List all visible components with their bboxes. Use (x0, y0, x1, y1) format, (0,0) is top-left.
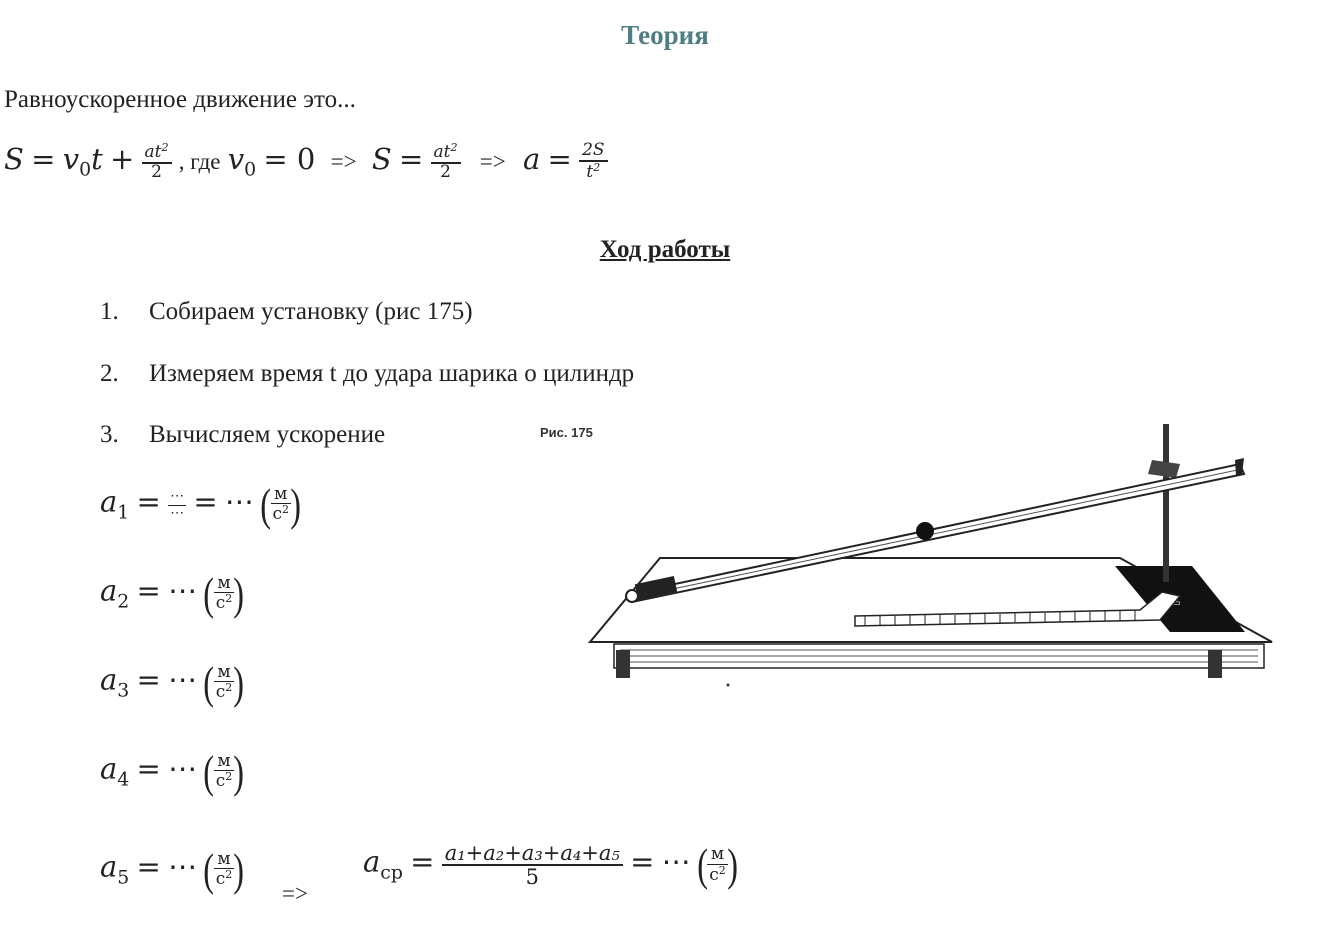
formula-frac-at2-b: at2 2 (430, 142, 461, 182)
formula-v: v (62, 142, 80, 176)
speck (726, 683, 730, 687)
table-leg-right (1208, 650, 1222, 678)
formula-eq: = (31, 142, 56, 176)
formula-where: , где (178, 149, 221, 174)
stand-rod (1163, 424, 1169, 582)
theory-formula: S = v0t + at2 2 , где v0 = 0 => S = at2 … (4, 142, 608, 182)
step-1-text: Собираем установку (рис 175) (149, 298, 473, 325)
formula-arrow-2: => (479, 149, 506, 174)
step-2-number: 2. (100, 360, 119, 387)
formula-zero: = 0 (263, 142, 316, 176)
step-2-text: Измеряем время t до удара шарика о цилин… (149, 360, 635, 387)
formula-frac-at2: at2 2 (141, 142, 172, 182)
stand-base (1115, 566, 1245, 632)
inclined-plane-figure: ▭▭▭ (587, 424, 1273, 687)
arrow-to-average: => (282, 881, 308, 906)
table-apron-hatching (620, 649, 1258, 663)
page-title: Теория (621, 20, 709, 50)
formula-plus: + (109, 142, 135, 176)
rolling-ball (916, 522, 934, 540)
chute-groove (629, 468, 1243, 599)
formula-s: S (4, 142, 24, 176)
formula-a: a (522, 142, 541, 176)
average-fraction: a₁+a₂+a₃+a₄+a₅ 5 (441, 842, 623, 888)
paper-tape (854, 591, 1182, 627)
section-heading: Ход работы (599, 236, 731, 263)
table-leg-left (616, 650, 630, 678)
formula-sub0: 0 (79, 159, 92, 181)
formula-v0: v (227, 142, 245, 176)
stop-cylinder (634, 576, 678, 600)
formula-t: t (91, 142, 103, 176)
step-1-number: 1. (100, 298, 119, 325)
formula-arrow-1: => (330, 149, 357, 174)
stand-clamp (1148, 460, 1180, 478)
figure-caption: Рис. 175 (540, 425, 593, 440)
chute-bottom-end (625, 589, 639, 603)
step-3-number: 3. (100, 421, 119, 448)
formula-frac-2s: 2S t2 (579, 142, 608, 182)
step-3-text: Вычисляем ускорение (149, 421, 386, 448)
accel-formula-1-fraction: ⋯ ⋯ (168, 489, 187, 521)
chute-top-lip (1235, 458, 1244, 476)
definition-text: Равноускоренное движение это... (4, 86, 356, 113)
